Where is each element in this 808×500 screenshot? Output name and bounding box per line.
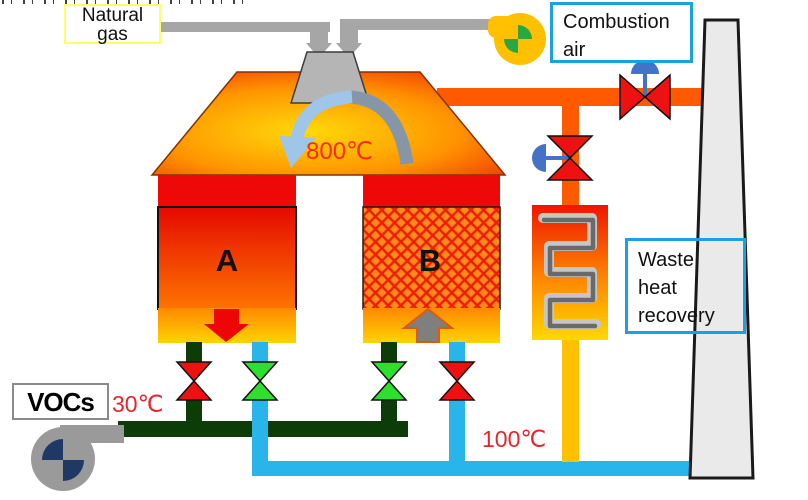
chamber-b-media-bed	[362, 206, 501, 310]
voc-blower-fan	[31, 425, 124, 491]
fan-blade-icon	[518, 25, 532, 39]
chamber-b-outlet-valve	[438, 361, 476, 401]
chamber-b	[362, 175, 501, 343]
fan-blade-icon	[504, 39, 518, 53]
clean-gas-main-pipe	[252, 461, 695, 476]
waste-heat-text: Waste	[638, 249, 694, 271]
chamber-b-top-band	[363, 175, 500, 208]
voc-inlet-temperature: 30℃	[112, 391, 164, 417]
chamber-b-up-arrow-icon	[401, 307, 455, 343]
air-arrow-icon	[336, 43, 362, 58]
flow-direction-arrow-icon	[279, 90, 414, 168]
chamber-a-label: A	[215, 243, 239, 278]
exhaust-stack	[688, 18, 755, 480]
chamber-a	[157, 175, 297, 343]
vocs-label: VOCs	[12, 383, 109, 420]
chamber-a-media-bed	[157, 206, 297, 310]
chamber-a-down-arrow-icon	[204, 309, 249, 342]
combustion-temperature: 800℃	[306, 138, 373, 165]
recovered-heat-pipe	[562, 340, 579, 462]
valve-actuator-icon	[631, 60, 659, 74]
heat-exchanger	[532, 205, 608, 340]
combustion-air-text: Combustion	[563, 11, 670, 33]
stack-line-control-valve	[619, 60, 671, 121]
chamber-a-inlet-valve	[175, 361, 213, 401]
natural-gas-pipe	[160, 22, 332, 58]
natural-gas-text: Natural	[81, 5, 144, 26]
chamber-b-label: B	[418, 243, 442, 278]
chamber-a-outlet-valve	[241, 361, 279, 401]
combustion-air-text: air	[563, 39, 586, 61]
combustion-air-label: Combustion air	[550, 2, 693, 63]
gas-arrow-icon	[306, 43, 332, 58]
waste-heat-text: heat	[638, 277, 677, 299]
fan-blade-icon	[63, 460, 84, 481]
natural-gas-text: gas	[97, 24, 128, 45]
chamber-a-top-band	[158, 175, 296, 208]
waste-heat-text: recovery	[638, 305, 715, 327]
chamber-b-inlet-valve	[370, 361, 408, 401]
cropped-title-fragments	[2, 0, 254, 4]
combustion-air-fan	[488, 13, 546, 65]
fan-blade-icon	[42, 439, 63, 460]
valve-actuator-icon	[532, 144, 546, 172]
waste-heat-recovery-label: Waste heat recovery	[625, 238, 746, 334]
combustion-air-pipe	[336, 19, 492, 58]
natural-gas-label: Natural gas	[64, 4, 161, 44]
stack-line-temperature: 100℃	[482, 426, 547, 452]
heat-exchanger-control-valve	[532, 135, 594, 181]
clean-gas-pipework	[252, 342, 695, 476]
